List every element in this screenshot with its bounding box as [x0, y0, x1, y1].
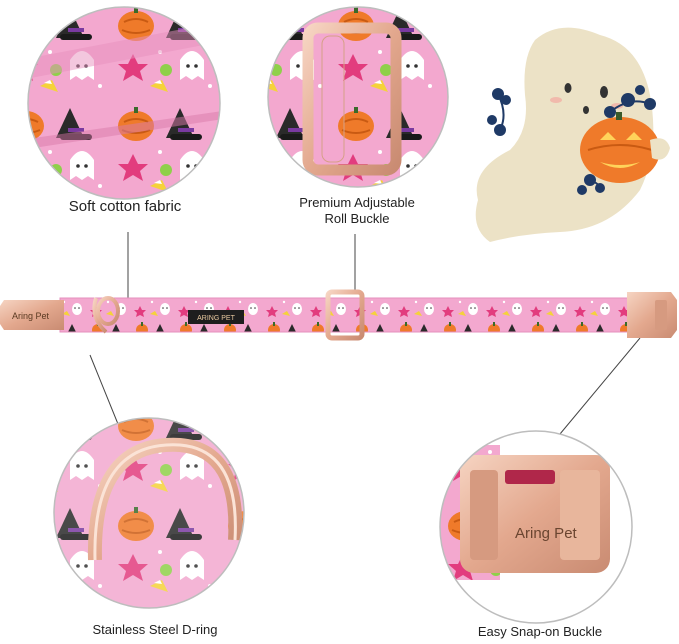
left-buckle-brand: Aring Pet — [12, 311, 50, 321]
roll-caption-line1: Premium Adjustable — [299, 195, 415, 210]
brand-label-text: ARING PET — [197, 315, 235, 322]
pumpkin-icon — [580, 117, 660, 183]
roll-caption-line2: Roll Buckle — [324, 211, 390, 226]
left-snap-buckle — [0, 300, 64, 330]
brand-label — [188, 310, 244, 324]
ghost-pumpkin-illustration — [475, 27, 670, 242]
roll-buckle-caption: Premium Adjustable Roll Buckle — [282, 195, 432, 227]
snap-buckle-closeup: Aring Pet — [440, 431, 632, 623]
snap-buckle-caption: Easy Snap-on Buckle — [477, 624, 603, 639]
collar-strip: Aring Pet ARING PET — [0, 289, 677, 341]
fabric-closeup — [28, 7, 220, 199]
fabric-caption: Soft cotton fabric — [68, 198, 182, 215]
d-ring-caption: Stainless Steel D-ring — [92, 622, 218, 637]
right-snap-buckle — [627, 292, 677, 338]
ghost-mouth-icon — [583, 106, 589, 114]
strip-d-ring — [96, 296, 120, 326]
snap-buckle-brand: Aring Pet — [515, 525, 578, 542]
callout-lines — [89, 232, 641, 435]
d-ring-closeup — [54, 418, 244, 608]
roll-buckle-closeup — [268, 7, 448, 187]
strip-roll-buckle — [325, 289, 365, 341]
ghost-eye-right-icon — [600, 86, 608, 98]
ghost-eye-left-icon — [564, 83, 572, 93]
